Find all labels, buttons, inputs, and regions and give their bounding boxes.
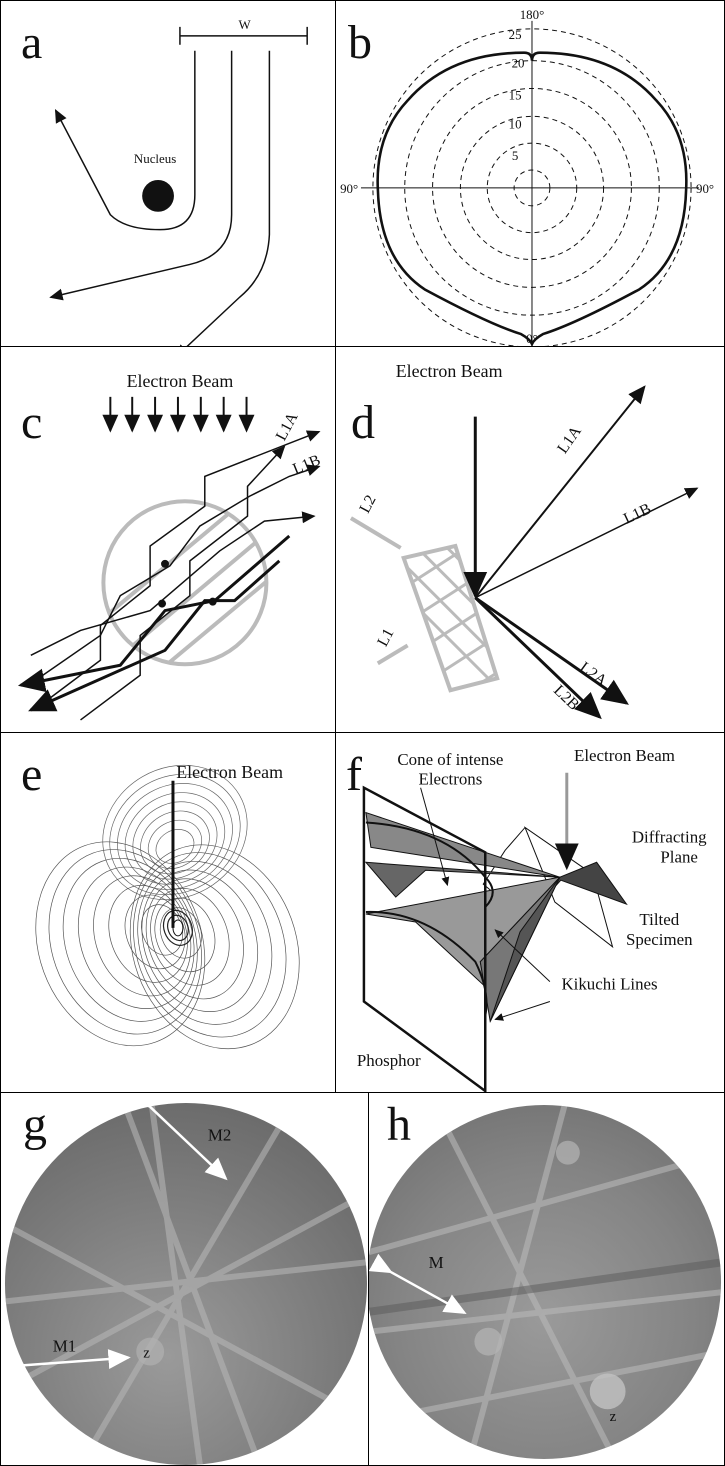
panel-d: Electron Beam L1A L1B L2 L1 L2A L2B d: [335, 346, 725, 734]
trajectory-middle: [49, 50, 233, 301]
panel-label-d: d: [351, 396, 375, 449]
trajectory-outer: [174, 50, 271, 347]
panel-c-diagram: Electron Beam L1A L1B: [17, 371, 323, 721]
line-l2b: L2B: [550, 682, 582, 714]
m2-label: M2: [208, 1126, 231, 1145]
w-label: W: [238, 17, 251, 32]
angle-bottom: 0°: [526, 331, 538, 346]
panel-label-c: c: [21, 396, 43, 449]
crystal-slab: [401, 543, 500, 693]
panel-label-g: g: [23, 1098, 47, 1151]
panel-a: W Nucleus a: [0, 0, 337, 348]
trajectory-inner: [54, 50, 196, 231]
angle-right: 90°: [696, 181, 714, 196]
line-l2a: L2A: [576, 659, 610, 690]
angle-left: 90°: [340, 181, 358, 196]
m2-arrow: [128, 1093, 228, 1181]
panel-label-h: h: [387, 1098, 411, 1151]
ring-label-20: 20: [512, 56, 525, 71]
panel-a-diagram: W Nucleus: [49, 17, 308, 347]
beam-label: Electron Beam: [574, 746, 675, 765]
panel-c: Electron Beam L1A L1B c: [0, 346, 337, 734]
ring-label-25: 25: [509, 27, 522, 42]
beam-label: Electron Beam: [396, 361, 503, 381]
panel-b-polar-diagram: 25 20 15 10 5 180° 0° 90° 90°: [340, 7, 714, 347]
panel-g: M2 M1 z g: [0, 1092, 370, 1466]
beam-label: Electron Beam: [127, 371, 234, 391]
panel-g-pattern: M2 M1 z: [1, 1093, 368, 1465]
m1-label: M1: [53, 1337, 76, 1356]
crystal-circle: [101, 499, 269, 667]
kikuchi-pattern-disc: [369, 1105, 721, 1459]
panel-label-f: f: [346, 748, 362, 801]
zone-axis-label: z: [143, 1346, 150, 1362]
ring-label-15: 15: [509, 87, 522, 102]
tilted-label-line-1: Tilted: [639, 910, 679, 929]
panel-e-diagram: Electron Beam: [35, 762, 300, 1050]
phosphor-label: Phosphor: [357, 1051, 421, 1070]
panel-label-a: a: [21, 16, 43, 69]
ring-label-10: 10: [509, 116, 522, 131]
panel-h-pattern: M z: [369, 1104, 722, 1459]
panel-label-b: b: [348, 16, 372, 69]
panel-label-e: e: [21, 748, 43, 801]
m1-arrow: [1, 1349, 131, 1377]
angle-top: 180°: [520, 7, 545, 22]
zone-axis-label: z: [610, 1409, 617, 1425]
cone-label-line-1: Cone of intense: [397, 750, 503, 769]
kikuchi-label: Kikuchi Lines: [561, 975, 657, 994]
cone-upper: [365, 811, 560, 878]
nucleus-label: Nucleus: [134, 151, 176, 166]
phosphor-screen: [362, 785, 487, 1093]
line-l1a: L1A: [273, 409, 302, 443]
line-l1b: L1B: [621, 500, 654, 527]
panel-f: Cone of intense Electrons Electron Beam …: [335, 732, 725, 1094]
tilted-label-line-2: Specimen: [626, 930, 693, 949]
panel-h: M z h: [368, 1092, 725, 1466]
diffracting-label-line-2: Plane: [660, 847, 698, 866]
line-l2: L2: [356, 492, 379, 516]
right-cone: [129, 844, 300, 1050]
panel-e: Electron Beam e: [0, 732, 337, 1094]
m-label: M: [429, 1253, 444, 1272]
panel-f-diagram: Cone of intense Electrons Electron Beam …: [357, 746, 707, 1093]
ring-label-5: 5: [512, 148, 518, 163]
cone-label-line-2: Electrons: [419, 770, 483, 789]
nucleus: [142, 179, 174, 212]
line-l1a: L1A: [554, 423, 585, 457]
line-l1: L1: [374, 626, 397, 650]
electron-beam-arrows: [102, 396, 255, 433]
line-l1b: L1B: [290, 452, 323, 478]
m-arrow: [369, 1253, 467, 1315]
panel-d-diagram: Electron Beam L1A L1B L2 L1 L2A L2B: [349, 361, 699, 720]
left-cone: [35, 841, 206, 1047]
diffracting-label-line-1: Diffracting: [632, 827, 707, 846]
panel-b: 25 20 15 10 5 180° 0° 90° 90° b: [335, 0, 725, 348]
intensity-curve: [376, 51, 688, 347]
beam-label: Electron Beam: [176, 762, 283, 782]
